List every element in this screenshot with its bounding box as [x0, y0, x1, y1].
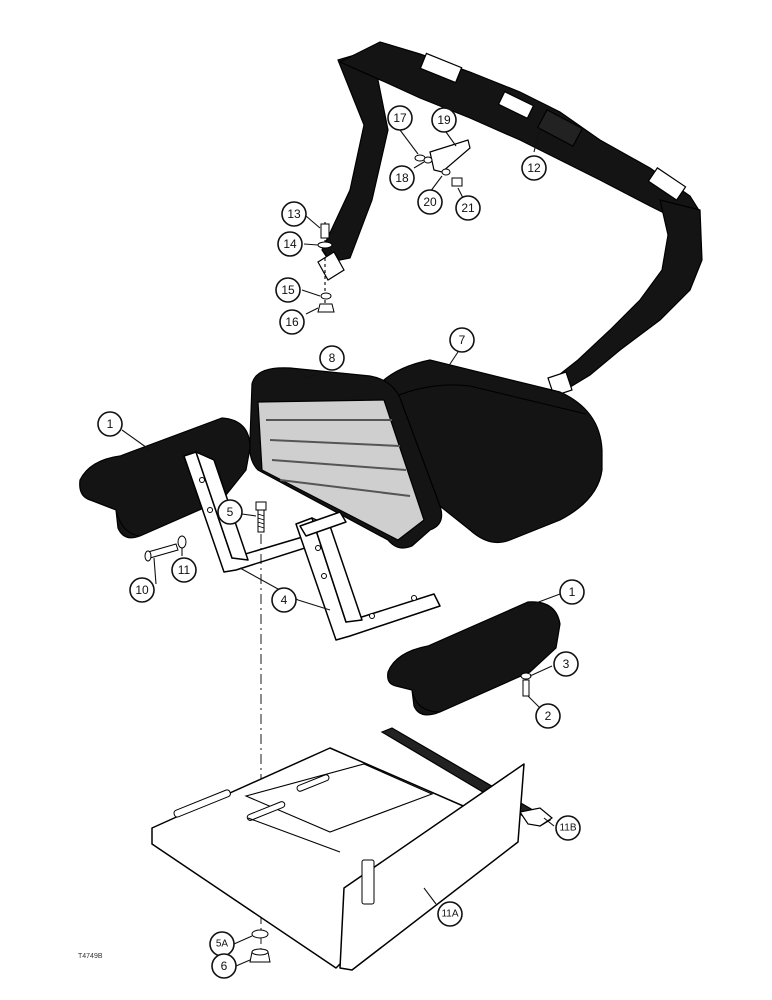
callout-16: 16	[279, 309, 305, 335]
callout-13: 13	[281, 201, 307, 227]
callout-21: 21	[455, 195, 481, 221]
callout-3: 3	[553, 651, 579, 677]
svg-text:4: 4	[281, 593, 288, 607]
svg-text:5A: 5A	[216, 939, 229, 950]
seat-belt-right-strap	[549, 199, 703, 393]
callouts: 1 1 2 3 4 5 5A 6	[97, 105, 585, 979]
seat-pan	[151, 747, 525, 971]
bolt-2	[522, 679, 530, 697]
svg-text:15: 15	[281, 283, 295, 297]
slot-1	[173, 789, 231, 818]
belt-adjuster-3	[647, 167, 687, 201]
svg-text:11: 11	[178, 563, 191, 577]
callout-11b: 11B	[555, 815, 581, 841]
svg-text:16: 16	[285, 315, 299, 329]
callout-1-right: 1	[559, 579, 585, 605]
callout-4: 4	[271, 587, 297, 613]
nut-16	[317, 303, 335, 313]
washer-3	[520, 672, 532, 680]
svg-text:17: 17	[393, 111, 407, 125]
callout-12: 12	[521, 155, 547, 181]
seat-belt	[317, 41, 703, 397]
washer-18	[423, 156, 433, 164]
callout-11: 11	[171, 557, 197, 583]
svg-text:12: 12	[527, 161, 541, 175]
callout-2: 2	[535, 703, 561, 729]
callout-10: 10	[129, 577, 155, 603]
bolt-2-assembly	[520, 672, 532, 697]
lock-washer-20	[441, 168, 451, 176]
slot-3	[296, 774, 330, 792]
seat-belt-upper-strap	[338, 41, 701, 227]
svg-text:2: 2	[545, 709, 552, 723]
lock-washer-15	[320, 292, 332, 300]
seat-belt-left-strap	[321, 49, 389, 263]
belt-hardware-left	[317, 222, 335, 313]
svg-text:10: 10	[135, 583, 149, 597]
belt-hardware-right	[414, 139, 471, 187]
belt-adjuster-1	[419, 52, 463, 84]
nut-assembly	[249, 929, 271, 963]
callout-5a: 5A	[209, 931, 235, 957]
callout-17: 17	[387, 105, 413, 131]
belt-adjuster-2	[497, 90, 535, 120]
callout-5: 5	[217, 499, 243, 525]
svg-text:11B: 11B	[559, 823, 576, 834]
nut-21	[451, 177, 463, 187]
callout-8: 8	[319, 345, 345, 371]
reference-code: T4749B	[78, 953, 103, 960]
svg-text:1: 1	[569, 585, 576, 599]
seat-pan-side-wall	[339, 763, 525, 971]
bracket-plate	[299, 511, 347, 537]
svg-text:19: 19	[437, 113, 451, 127]
side-slot	[361, 859, 375, 905]
bolt-10-assembly	[144, 535, 187, 562]
belt-buckle	[536, 108, 584, 148]
svg-text:5: 5	[227, 505, 234, 519]
svg-text:13: 13	[287, 207, 301, 221]
bolt-5	[255, 501, 267, 533]
svg-text:21: 21	[461, 201, 475, 215]
armrest-pad-right	[387, 601, 561, 716]
callout-11a: 11A	[437, 901, 463, 927]
callout-19: 19	[431, 107, 457, 133]
backrest-cushion	[249, 367, 443, 549]
svg-text:3: 3	[563, 657, 570, 671]
washer-5a	[251, 929, 269, 939]
callout-18: 18	[389, 165, 415, 191]
backrest-face	[257, 399, 425, 541]
washer-14	[317, 241, 333, 249]
slot-2	[246, 801, 286, 821]
callout-15: 15	[275, 277, 301, 303]
callout-1-left: 1	[97, 411, 123, 437]
svg-text:11A: 11A	[441, 909, 458, 920]
callout-20: 20	[417, 189, 443, 215]
bolt-13	[320, 223, 330, 239]
svg-text:7: 7	[459, 333, 466, 347]
callout-6: 6	[211, 953, 237, 979]
svg-text:20: 20	[423, 195, 437, 209]
svg-text:8: 8	[329, 351, 336, 365]
washer-11	[177, 535, 187, 549]
armrest-right-body	[387, 601, 561, 716]
svg-text:18: 18	[395, 171, 409, 185]
leader-lines	[121, 127, 561, 967]
svg-text:6: 6	[221, 959, 228, 973]
callout-14: 14	[277, 231, 303, 257]
belt-bracket-19	[429, 139, 471, 173]
bolt-17	[414, 154, 426, 162]
svg-text:1: 1	[107, 417, 114, 431]
callout-7: 7	[449, 327, 475, 353]
svg-text:14: 14	[283, 237, 297, 251]
